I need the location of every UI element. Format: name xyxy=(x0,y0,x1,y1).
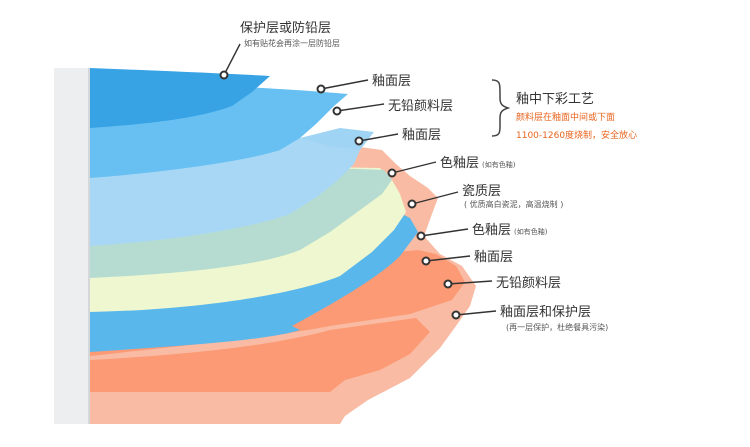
label-protect-top: 保护层或防铅层 xyxy=(240,21,332,36)
label-color-glaze1: 色釉层(如有色釉) xyxy=(440,152,515,171)
note-glaze-protect: (再一层保护，杜绝餐具污染) xyxy=(506,323,609,332)
layer-orange-tail xyxy=(90,318,430,392)
marker-color-glaze1 xyxy=(387,168,397,178)
backing-panel-edge xyxy=(88,68,90,424)
label-pigment1: 无铅颜料层 xyxy=(388,99,454,114)
note-porcelain: ( 优质高白瓷泥，高温烧制 ) xyxy=(464,200,564,209)
color-glaze2-note: (如有色釉) xyxy=(514,228,548,236)
color-glaze1-text: 色釉层 xyxy=(440,156,480,171)
note-protect-top: 如有贴花会再涂一层防铅层 xyxy=(244,39,340,48)
label-glaze3: 釉面层 xyxy=(474,250,514,265)
color-glaze1-note: (如有色釉) xyxy=(482,161,516,169)
marker-glaze3 xyxy=(421,256,431,266)
leader-lines xyxy=(223,43,497,316)
marker-glaze-protect xyxy=(451,310,461,320)
side-note-1: 颜料层在釉面中间或下面 xyxy=(516,113,616,123)
marker-color-glaze2 xyxy=(416,231,426,241)
marker-porcelain xyxy=(407,199,417,209)
side-title: 釉中下彩工艺 xyxy=(516,92,595,107)
label-pigment2: 无铅颜料层 xyxy=(496,276,562,291)
layer-top-blue xyxy=(90,68,270,128)
label-glaze-protect: 釉面层和保护层 xyxy=(500,305,592,320)
label-porcelain: 瓷质层 xyxy=(462,184,502,199)
side-note-2: 1100-1260度烧制，安全放心 xyxy=(516,131,638,141)
label-glaze1: 釉面层 xyxy=(372,74,412,89)
backing-panel xyxy=(54,68,90,424)
marker-protect-top xyxy=(219,70,229,80)
layer-thin-band xyxy=(300,128,374,150)
label-color-glaze2: 色釉层(如有色釉) xyxy=(472,219,547,238)
marker-glaze1 xyxy=(316,84,326,94)
curly-brace xyxy=(491,79,511,137)
color-glaze2-text: 色釉层 xyxy=(472,223,512,238)
marker-pigment2 xyxy=(443,279,453,289)
label-glaze2: 釉面层 xyxy=(402,128,442,143)
markers xyxy=(219,70,461,320)
marker-pigment1 xyxy=(332,106,342,116)
marker-glaze2 xyxy=(354,136,364,146)
